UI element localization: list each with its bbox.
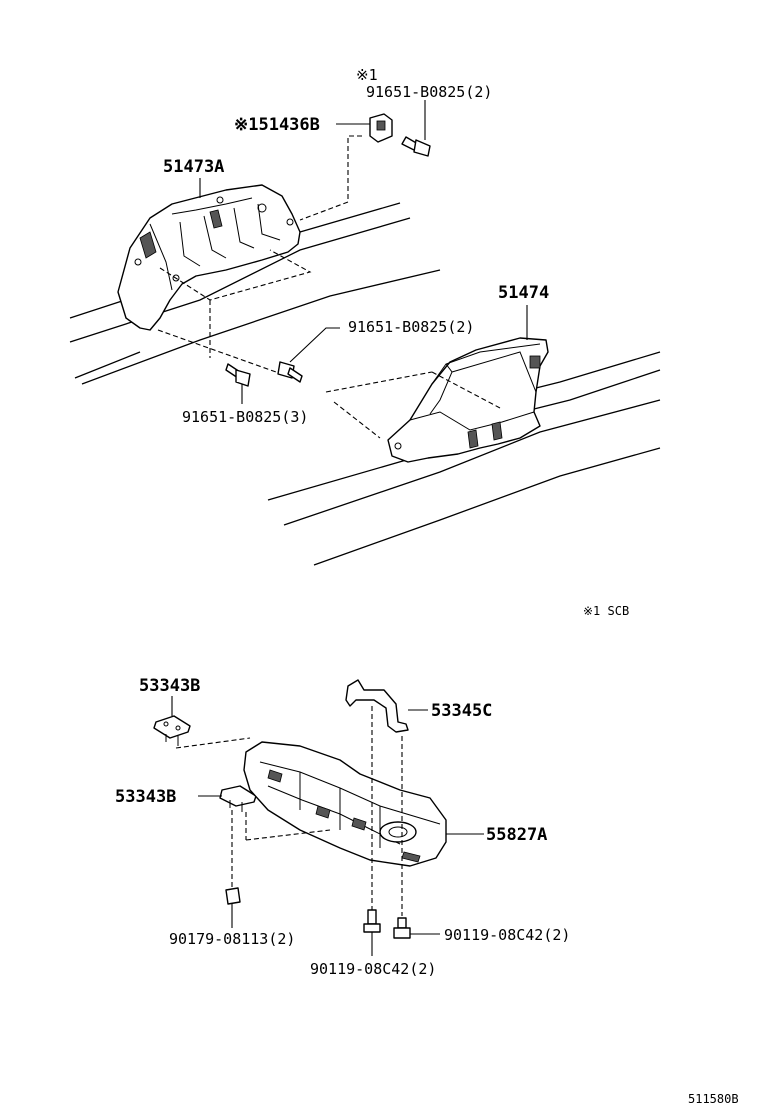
label-bolt-right: 91651-B0825(2): [348, 318, 474, 336]
label-bracket-53345c: 53345C: [431, 701, 492, 721]
bolt-top: [401, 136, 431, 157]
label-bracket-51474: 51474: [498, 283, 549, 303]
label-bracket-51436b: ※151436B: [234, 115, 320, 135]
label-scb-mark-top: ※1: [356, 66, 378, 84]
label-bolt-left: 91651-B0825(3): [182, 408, 308, 426]
screw-90179: [225, 887, 241, 905]
support-53343b-lower: [219, 785, 257, 812]
bracket-51473a: [117, 184, 301, 331]
label-under-cover: 55827A: [486, 825, 547, 845]
label-screw: 90179-08113(2): [169, 930, 295, 948]
label-support-lower: 53343B: [115, 787, 176, 807]
label-bolt-cover-right: 90119-08C42(2): [444, 926, 570, 944]
under-cover-55827a: [243, 741, 447, 867]
support-53343b-upper: [153, 715, 191, 746]
bracket-51436b: [369, 113, 393, 143]
label-bolt-cover-left: 90119-08C42(2): [310, 960, 436, 978]
leader-bolt-right: [289, 327, 340, 363]
bracket-53345c: [345, 679, 409, 733]
label-bolt-top: 91651-B0825(2): [366, 83, 492, 101]
bolt-left-group: [225, 361, 303, 387]
label-bracket-51473a: 51473A: [163, 157, 224, 177]
label-illustration-id: 511580B: [688, 1092, 739, 1106]
label-support-upper: 53343B: [139, 676, 200, 696]
label-scb-note: ※1 SCB: [583, 604, 629, 618]
bracket-51474: [387, 337, 549, 463]
bolt-90119-group: [363, 909, 411, 939]
